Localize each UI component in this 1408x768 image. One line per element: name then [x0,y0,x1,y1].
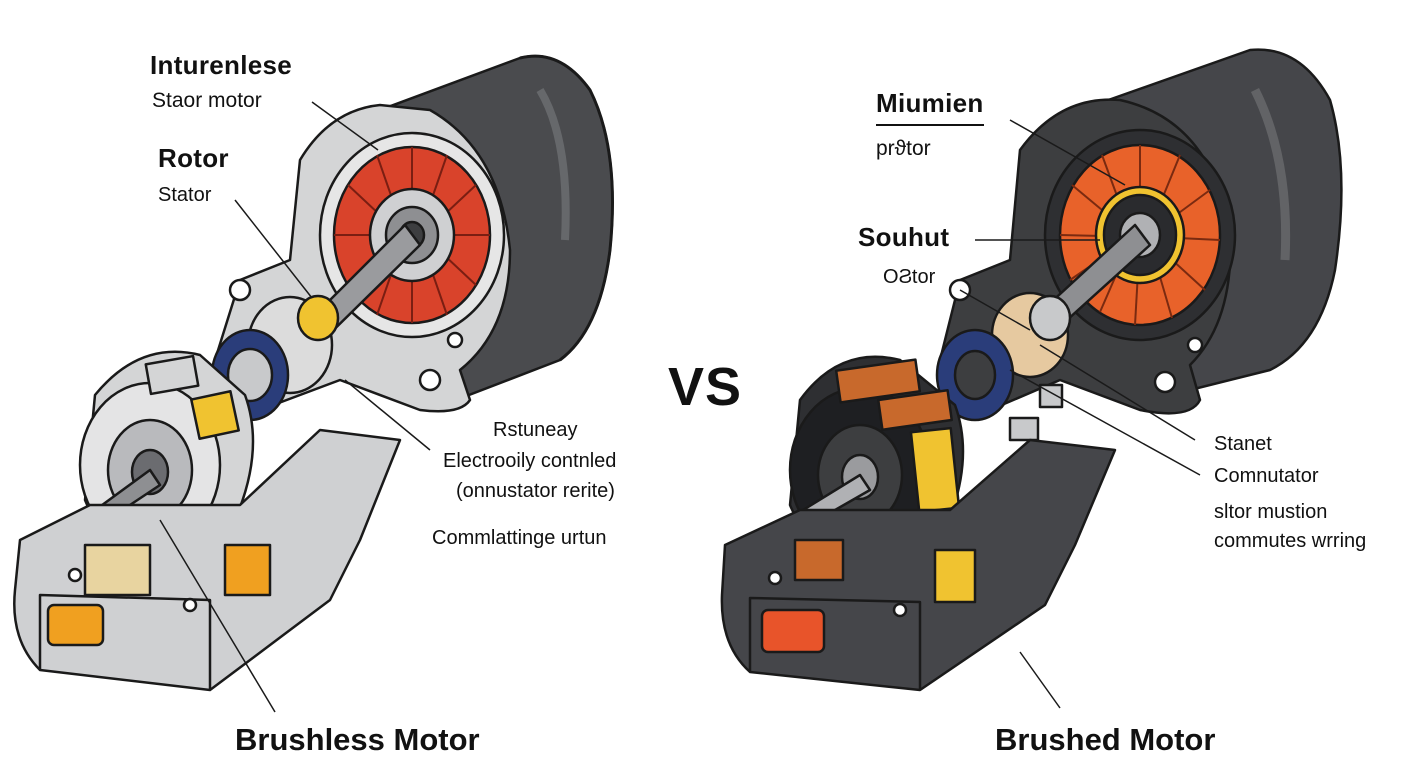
brushed-label-heading-2-sub: OϨtor [883,266,936,288]
brushed-leader-lines [959,119,1201,709]
brushed-copper-windings [834,358,953,431]
brushed-label-heading-1: Miumien [876,90,984,126]
brushed-label-heading-2: Souhut [858,222,950,252]
brushed-label-note-1: Stanet [1214,433,1272,455]
brushless-leader-lines [159,101,431,713]
brushed-label-note-3: sltor mustion [1214,501,1328,523]
brushless-motor-drawing [13,54,614,713]
brushless-label-heading-2: Rotor [158,143,229,173]
brushed-label-note-4: commutes wrring [1214,530,1367,552]
brushed-label-note-2: Comnutator [1214,465,1319,487]
brushless-label-heading-1-sub: Staor motor [152,89,262,112]
brushless-label-heading-1: Inturenlese [150,50,293,80]
brushless-label-note-1: Rstuneay [493,419,578,441]
brushless-motor-title: Brushless Motor [235,722,480,757]
brushless-bearing [210,294,340,422]
brushed-commutator [935,291,1072,442]
brushless-base-plate [13,428,402,692]
brushed-label-heading-1-sub: prϑtor [876,137,931,160]
brushless-label-note-2: Electrooily contnled [443,450,617,472]
brushed-base-plate [720,438,1117,692]
brushed-motor-title: Brushed Motor [995,722,1216,757]
brushed-motor-drawing [720,48,1343,709]
brushless-label-heading-2-sub: Stator [158,184,212,206]
brushless-label-note-4: Commlattinge urtun [432,527,607,549]
brushless-label-note-3: (onnustator rerite) [456,480,615,502]
vs-label: VS [668,357,743,417]
